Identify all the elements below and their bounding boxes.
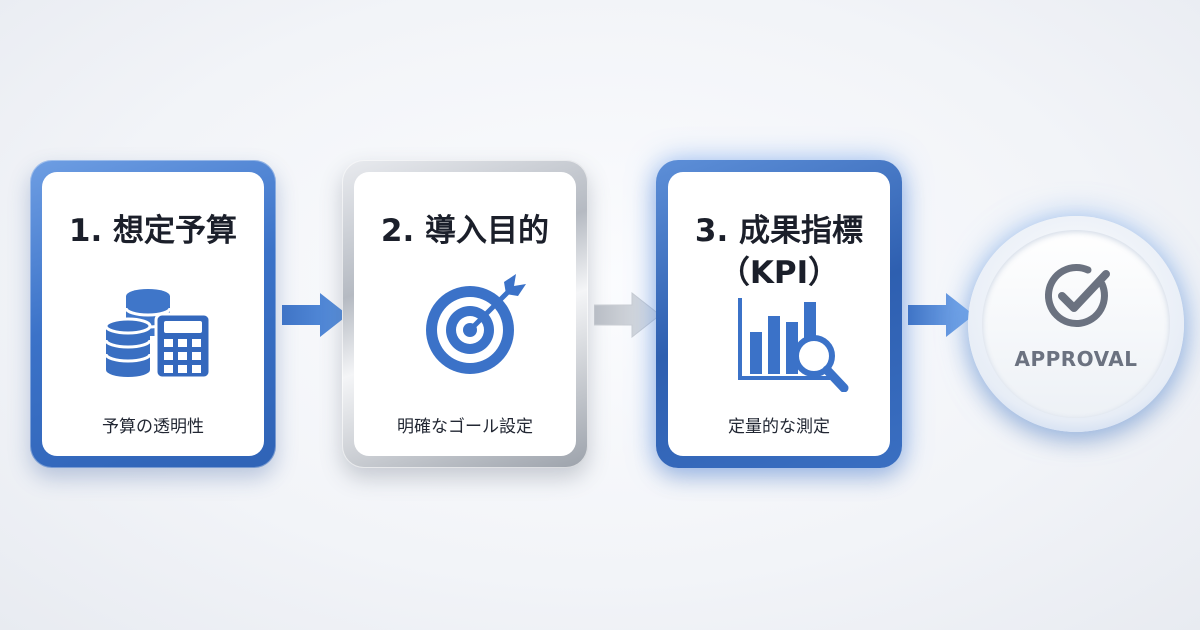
step-card-budget: 1. 想定予算 — [30, 160, 276, 468]
arrow-right-icon — [908, 293, 974, 337]
bar-chart-magnifier-icon — [738, 298, 849, 392]
checkmark-icon — [1044, 264, 1110, 328]
arrow-right-icon — [282, 293, 348, 337]
step-caption-budget: 予算の透明性 — [102, 417, 204, 437]
target-arrow-icon — [426, 274, 526, 374]
step-title-kpi: 3. 成果指標 （KPI） — [668, 210, 890, 294]
step-title-kpi-line2: （KPI） — [718, 255, 840, 291]
arrow-right-icon — [594, 291, 661, 339]
approval-badge: APPROVAL — [968, 216, 1184, 432]
step-title-kpi-line1: 3. 成果指標 — [694, 213, 864, 249]
step-card-purpose: 2. 導入目的 明確なゴール設定 — [342, 160, 588, 468]
step-card-kpi: 3. 成果指標 （KPI） 定量的な測定 — [656, 160, 902, 468]
approval-label: APPROVAL — [1014, 347, 1138, 371]
step-title-purpose: 2. 導入目的 — [380, 213, 550, 249]
coins-calculator-icon — [104, 289, 212, 380]
step-title-budget: 1. 想定予算 — [68, 213, 238, 249]
step-caption-kpi: 定量的な測定 — [728, 417, 830, 437]
step-caption-purpose: 明確なゴール設定 — [397, 417, 533, 437]
